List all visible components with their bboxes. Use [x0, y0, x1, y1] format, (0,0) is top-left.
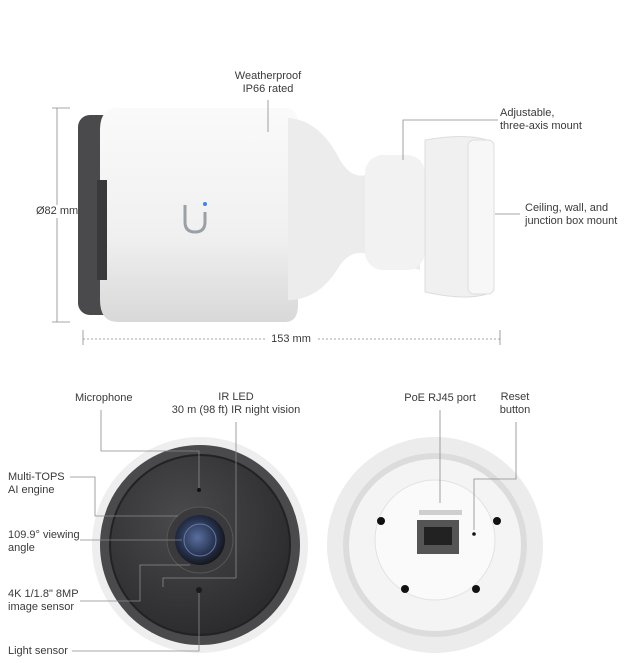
reset-button	[472, 532, 476, 536]
label-weatherproof-line2: IP66 rated	[242, 83, 294, 95]
label-ir-led: IR LED 30 m (98 ft) IR night vision	[172, 391, 300, 417]
label-light-sensor: Light sensor	[8, 645, 68, 657]
label-diameter: Ø82 mm	[36, 205, 79, 218]
front-leader-lines	[70, 410, 237, 652]
label-weatherproof-line1: Weatherproof	[234, 70, 302, 82]
label-sensor-line1: 4K 1/1.8" 8MP	[8, 588, 79, 600]
camera-front-view	[92, 437, 308, 653]
camera-side-view	[78, 108, 495, 322]
label-viewing-angle: 109.9° viewing angle	[8, 529, 80, 555]
label-poe-port: PoE RJ45 port	[404, 392, 476, 404]
label-angle-line2: angle	[8, 542, 35, 554]
label-reset-button: Reset button	[500, 391, 531, 417]
label-ai-engine: Multi-TOPS AI engine	[8, 471, 65, 497]
label-reset-line1: Reset	[500, 391, 530, 403]
label-microphone: Microphone	[75, 392, 133, 404]
camera-body	[100, 108, 298, 322]
label-mount-line1: Adjustable,	[500, 107, 555, 119]
label-ceiling-line1: Ceiling, wall, and	[525, 202, 609, 214]
label-ai-line2: AI engine	[8, 484, 55, 496]
label-sensor-line2: image sensor	[8, 601, 75, 613]
back-leader-lines	[439, 410, 517, 530]
mount-joint	[365, 155, 425, 270]
label-ceiling-mount: Ceiling, wall, and junction box mount	[525, 202, 617, 228]
logo-icon	[183, 205, 207, 234]
label-mount: Adjustable, three-axis mount	[500, 107, 582, 133]
light-sensor	[196, 587, 202, 593]
label-ir-led-line1: IR LED	[218, 391, 254, 403]
label-weatherproof: Weatherproof IP66 rated	[235, 70, 301, 96]
label-image-sensor: 4K 1/1.8" 8MP image sensor	[8, 588, 79, 614]
label-ceiling-line2: junction box mount	[525, 215, 618, 227]
camera-back-view	[327, 437, 543, 653]
label-length: 153 mm	[268, 333, 314, 346]
label-reset-line2: button	[499, 404, 531, 416]
label-angle-line1: 109.9° viewing	[8, 529, 80, 541]
lens	[175, 515, 225, 565]
label-ai-line1: Multi-TOPS	[8, 471, 65, 483]
microphone-hole	[197, 488, 201, 492]
label-ir-led-line2: 30 m (98 ft) IR night vision	[171, 404, 301, 416]
label-mount-line2: three-axis mount	[500, 120, 582, 132]
